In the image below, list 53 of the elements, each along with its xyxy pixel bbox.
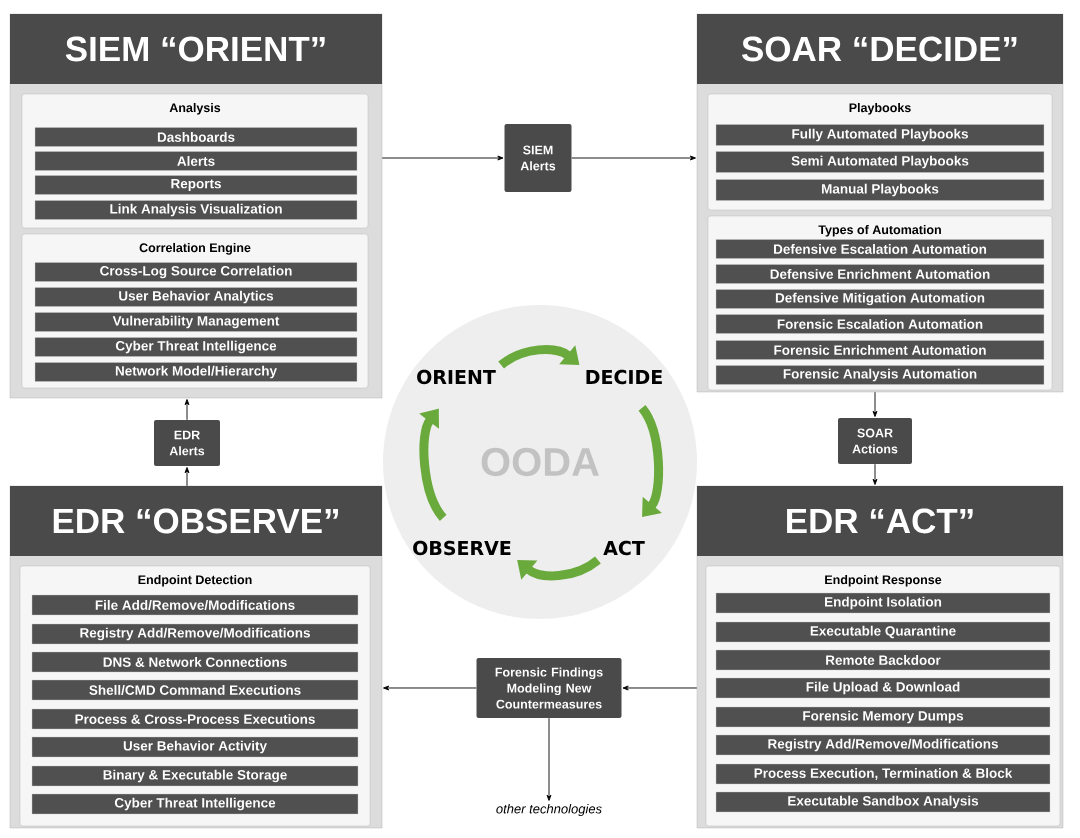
item-bar: File Add/Remove/Modifications [31,594,359,616]
cycle-arrow [517,556,601,581]
tag-box: SOAR Actions [838,418,912,464]
tag-box: EDR Alerts [154,420,220,466]
item-bar: Fully Automated Playbooks [715,124,1045,146]
item-bar: Forensic Escalation Automation [715,314,1045,334]
item-bar: File Upload & Download [715,677,1051,699]
item-bar: User Behavior Activity [31,736,359,758]
item-bar: Registry Add/Remove/Modifications [715,734,1051,756]
arrow [872,391,878,417]
item-bar: Defensive Escalation Automation [715,239,1045,259]
item-bar: Manual Playbooks [715,179,1045,201]
item-bar: Registry Add/Remove/Modifications [31,623,359,645]
item-bar: Alerts [34,151,358,171]
item-bar: Executable Sandbox Analysis [715,791,1051,813]
item-bar: Remote Backdoor [715,649,1051,671]
arrow [546,717,552,801]
item-bar: Defensive Mitigation Automation [715,289,1045,309]
item-bar: Process Execution, Termination & Block [715,763,1051,785]
arrow [184,467,190,487]
item-bar: Forensic Analysis Automation [715,365,1045,385]
stage-label: OBSERVE [413,540,511,556]
item-bar: Binary & Executable Storage [31,765,359,787]
stage-label: DECIDE [586,369,662,385]
arrow [383,685,477,691]
arrow [872,463,878,485]
arrow [571,155,696,161]
item-bar: Cross-Log Source Correlation [34,262,358,282]
item-bar: Forensic Enrichment Automation [715,340,1045,360]
item-bar: Executable Quarantine [715,621,1051,643]
arrow [184,399,190,421]
tag-box: SIEM Alerts [504,124,572,192]
item-bar: Forensic Memory Dumps [715,706,1051,728]
item-bar: Defensive Enrichment Automation [715,264,1045,284]
item-bar: Reports [34,175,358,195]
item-bar: User Behavior Analytics [34,287,358,307]
item-bar: Semi Automated Playbooks [715,151,1045,173]
item-bar: Endpoint Isolation [715,592,1051,614]
tag-box: Forensic Findings Modeling New Countermeasures [476,658,622,718]
item-bar: DNS & Network Connections [31,651,359,673]
item-bar: Link Analysis Visualization [34,200,358,220]
item-bar: Shell/CMD Command Executions [31,679,359,701]
item-bar: Cyber Threat Intelligence [34,337,358,357]
arrow [622,685,698,691]
stage-label: ACT [603,540,645,556]
item-bar: Network Model/Hierarchy [34,362,358,382]
item-bar: Dashboards [34,127,358,147]
item-bar: Process & Cross-Process Executions [31,708,359,730]
arrow [381,155,504,161]
stage-label: ORIENT [417,369,496,385]
note-text: other technologies [496,803,602,817]
item-bar: Cyber Threat Intelligence [31,793,359,815]
item-bar: Vulnerability Management [34,312,358,332]
